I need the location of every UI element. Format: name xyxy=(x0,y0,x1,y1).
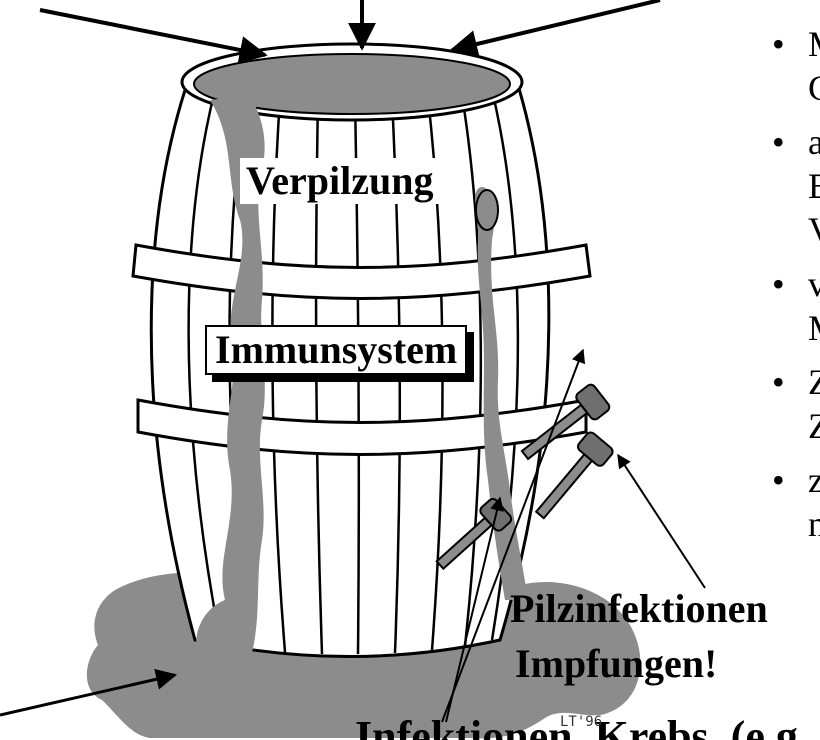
bullet-item: v M xyxy=(772,262,820,350)
label-impfungen: Impfungen! xyxy=(515,640,717,688)
bullet-item: M C xyxy=(772,22,820,110)
signature: LT'96 xyxy=(560,714,602,730)
bullet-item: z n xyxy=(772,458,820,546)
pilzinfektionen-arrow xyxy=(618,455,705,588)
bullet-list: M C a E V v M Z Z z n xyxy=(772,22,820,546)
bung-hole xyxy=(476,190,498,230)
label-verpilzung: Verpilzung xyxy=(240,158,439,204)
bullet-item: a E xyxy=(772,120,820,208)
bullet-item: Z Z xyxy=(772,360,820,448)
label-pilzinfektionen: Pilzinfektionen xyxy=(510,585,768,633)
bullet-continuation: V xyxy=(772,208,820,252)
label-immunsystem: Immunsystem xyxy=(205,325,467,375)
